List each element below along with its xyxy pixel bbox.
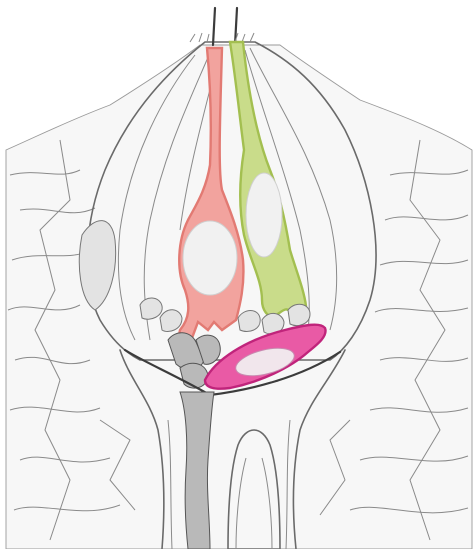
pink-cell-nucleus [183, 221, 237, 295]
taste-pore [190, 8, 254, 45]
green-cell-nucleus [246, 173, 282, 257]
